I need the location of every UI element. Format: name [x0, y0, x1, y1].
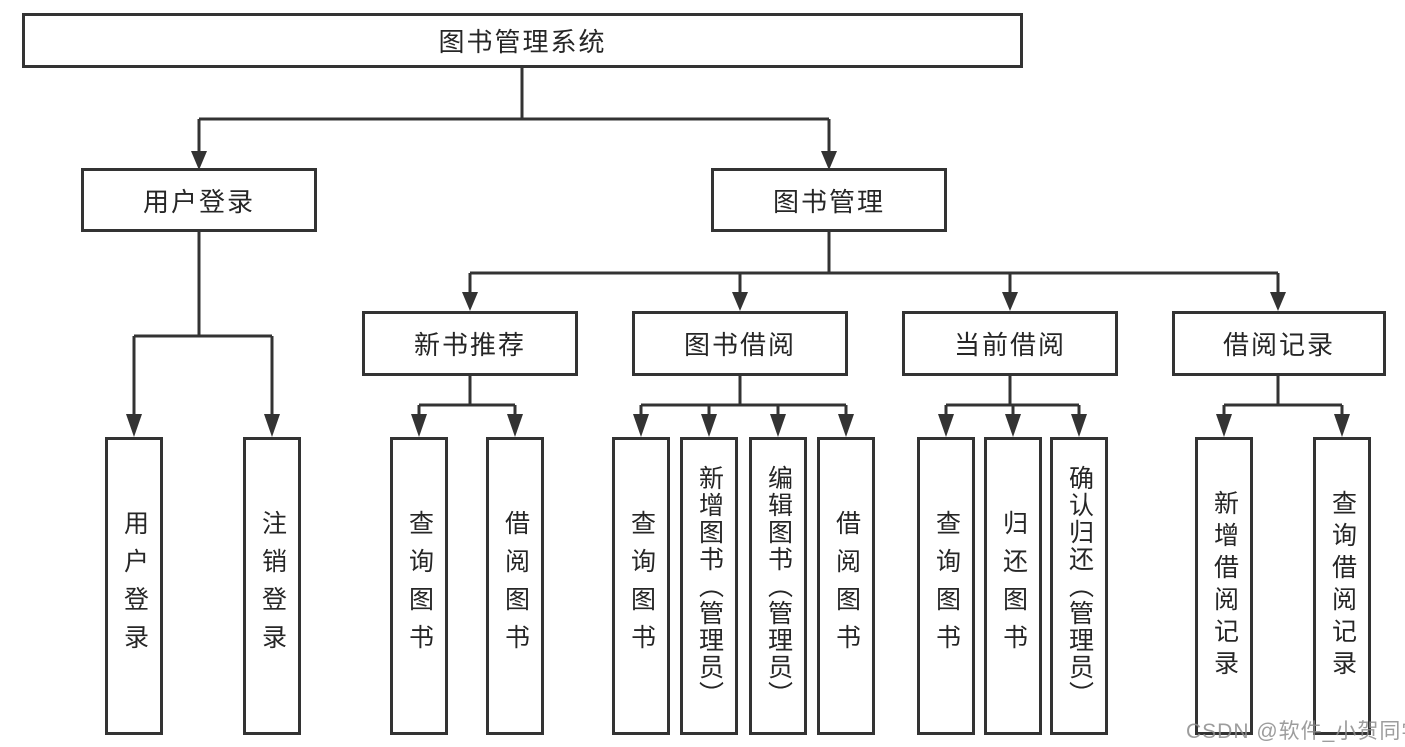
node-new-book-recommend-label: 新书推荐 [413, 330, 526, 360]
leaf-borrow-query-book: 查询图书 [612, 437, 670, 735]
leaf-records-query-record-label: 查询借阅记录 [1328, 490, 1357, 682]
leaf-records-query-record: 查询借阅记录 [1313, 437, 1371, 735]
leaf-borrow-edit-book-admin: 编辑图书（管理员） [749, 437, 807, 735]
node-book-management: 图书管理 [711, 168, 947, 232]
leaf-newbook-query-book-label: 查询图书 [405, 510, 434, 662]
leaf-logout-label: 注销登录 [258, 510, 287, 662]
node-user-login-label: 用户登录 [142, 186, 255, 217]
leaf-newbook-borrow-book-label: 借阅图书 [501, 510, 530, 662]
leaf-current-query-book-label: 查询图书 [932, 510, 961, 662]
leaf-borrow-add-book-admin-label: 新增图书（管理员） [695, 464, 724, 708]
arrowheads [126, 151, 1350, 437]
connector-rails [132, 68, 1344, 416]
leaf-user-login: 用户登录 [105, 437, 163, 735]
node-current-borrow: 当前借阅 [902, 311, 1118, 376]
leaf-borrow-query-book-label: 查询图书 [627, 510, 656, 662]
node-new-book-recommend: 新书推荐 [362, 311, 578, 376]
node-book-management-label: 图书管理 [772, 186, 885, 217]
leaf-newbook-query-book: 查询图书 [390, 437, 448, 735]
node-book-borrow: 图书借阅 [632, 311, 848, 376]
node-user-login: 用户登录 [81, 168, 317, 232]
node-book-borrow-label: 图书借阅 [683, 330, 796, 360]
node-borrow-records-label: 借阅记录 [1222, 330, 1335, 360]
node-current-borrow-label: 当前借阅 [953, 330, 1066, 360]
leaf-records-add-record-label: 新增借阅记录 [1210, 490, 1239, 682]
leaf-records-add-record: 新增借阅记录 [1195, 437, 1253, 735]
node-root-label: 图书管理系统 [438, 27, 607, 57]
leaf-current-query-book: 查询图书 [917, 437, 975, 735]
leaf-borrow-borrow-book: 借阅图书 [817, 437, 875, 735]
node-root: 图书管理系统 [22, 13, 1023, 68]
node-borrow-records: 借阅记录 [1172, 311, 1386, 376]
leaf-current-return-book: 归还图书 [984, 437, 1042, 735]
csdn-watermark: CSDN @软件_小贺同学 [1186, 720, 1405, 743]
leaf-user-login-label: 用户登录 [120, 510, 149, 662]
leaf-current-confirm-return-admin-label: 确认归还（管理员） [1065, 464, 1094, 708]
leaf-current-confirm-return-admin: 确认归还（管理员） [1050, 437, 1108, 735]
leaf-current-return-book-label: 归还图书 [999, 510, 1028, 662]
leaf-logout: 注销登录 [243, 437, 301, 735]
leaf-newbook-borrow-book: 借阅图书 [486, 437, 544, 735]
leaf-borrow-add-book-admin: 新增图书（管理员） [680, 437, 738, 735]
leaf-borrow-borrow-book-label: 借阅图书 [832, 510, 861, 662]
leaf-borrow-edit-book-admin-label: 编辑图书（管理员） [764, 464, 793, 708]
